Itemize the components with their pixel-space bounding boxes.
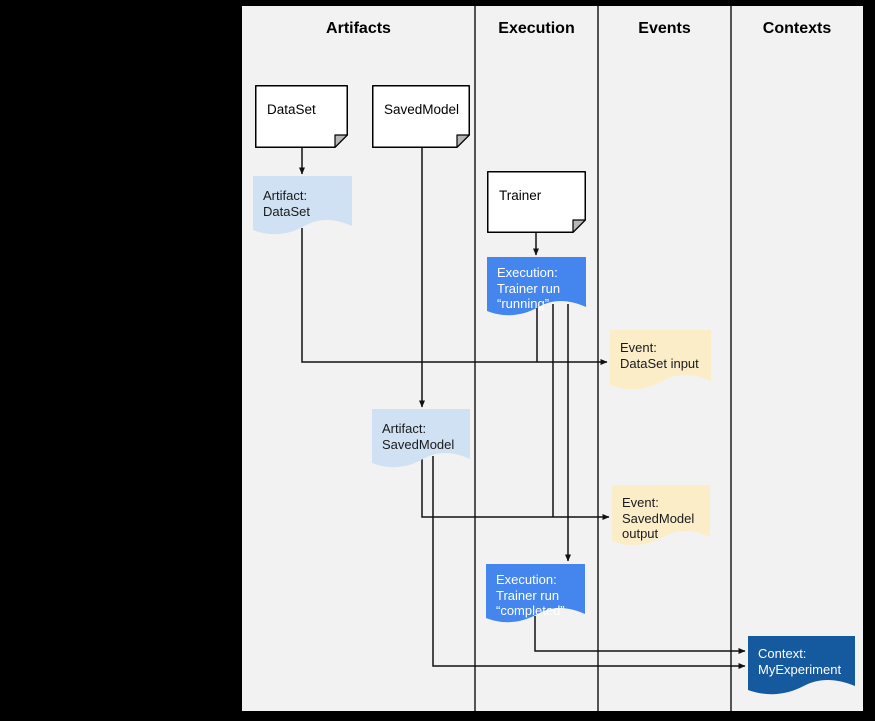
node-dataset-document: DataSet [255, 85, 348, 148]
node-event-savedmodel-output: Event: SavedModel output [612, 485, 710, 549]
column-header-execution: Execution [498, 20, 575, 37]
node-event-savedmodel-output-label: Event: SavedModel output [622, 495, 695, 541]
node-trainer-label: Trainer [499, 187, 542, 203]
connector-execution-completed-to-context [534, 616, 746, 654]
node-execution-running: Execution: Trainer run “running” [487, 257, 586, 319]
wave-shape [612, 485, 710, 546]
doc-shape [255, 85, 348, 148]
wave-shape [372, 409, 470, 468]
wave-shape [253, 176, 352, 235]
node-execution-running-label: Execution: Trainer run “running” [497, 265, 561, 311]
node-artifact-savedmodel: Artifact: SavedModel [372, 409, 470, 471]
node-context-myexperiment: Context: MyExperiment [748, 636, 855, 698]
doc-shape [372, 85, 470, 148]
column-header-artifacts: Artifacts [326, 20, 391, 37]
node-dataset-label: DataSet [267, 102, 316, 118]
connector-layer [299, 6, 746, 711]
node-event-dataset-input: Event: DataSet input [610, 330, 711, 393]
wave-shape [748, 636, 855, 695]
node-execution-completed: Execution: Trainer run “completed” [486, 564, 585, 626]
node-context-myexperiment-label: Context: MyExperiment [758, 646, 842, 677]
node-savedmodel-label: SavedModel [384, 102, 460, 118]
connector-artifact-dataset-to-event-input [301, 228, 608, 365]
connector-artifact-savedmodel-to-event-output [421, 456, 610, 520]
node-event-dataset-input-label: Event: DataSet input [620, 340, 699, 371]
node-execution-completed-label: Execution: Trainer run “completed” [496, 572, 565, 618]
column-header-contexts: Contexts [762, 20, 832, 37]
node-artifact-savedmodel-label: Artifact: SavedModel [382, 421, 455, 452]
wave-shape [487, 257, 586, 316]
wave-shape [486, 564, 585, 623]
wave-shape [610, 330, 711, 390]
node-trainer-document: Trainer [487, 171, 586, 233]
node-artifact-dataset-label: Artifact: DataSet [263, 188, 310, 219]
node-savedmodel-document: SavedModel [372, 85, 470, 148]
node-artifact-dataset: Artifact: DataSet [253, 176, 352, 238]
diagram-canvas: Artifacts Execution Events Contexts Data… [242, 6, 863, 711]
connector-artifact-savedmodel-to-context [432, 456, 746, 669]
column-header-events: Events [638, 20, 691, 37]
column-dividers [474, 6, 732, 711]
doc-shape [487, 171, 586, 233]
connectors [299, 148, 746, 669]
